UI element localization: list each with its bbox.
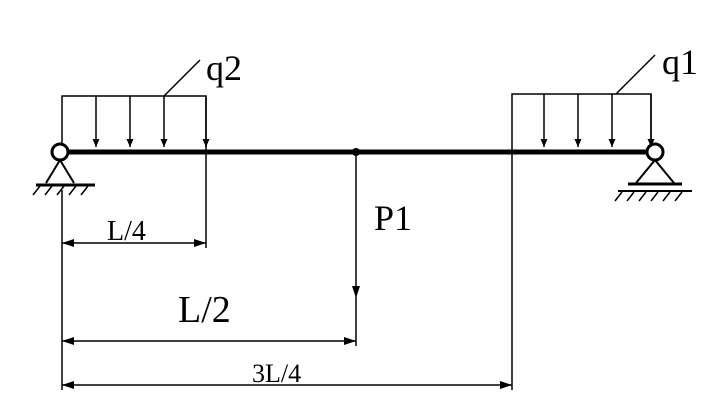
label-q2: q2 bbox=[206, 48, 242, 88]
dimension-label-l2: L/2 bbox=[178, 289, 231, 331]
label-p1: P1 bbox=[374, 198, 412, 238]
pinned-support-left bbox=[32, 142, 95, 196]
distributed-load-q2 bbox=[61, 59, 210, 150]
extension-lines bbox=[61, 152, 513, 390]
label-q1: q1 bbox=[662, 42, 698, 82]
dimension-label-3l4: 3L/4 bbox=[252, 359, 301, 388]
dimension-label-l4: L/4 bbox=[107, 216, 146, 247]
distributed-load-q1 bbox=[511, 54, 656, 150]
roller-support-right bbox=[614, 142, 692, 202]
midpoint-node bbox=[352, 148, 360, 156]
